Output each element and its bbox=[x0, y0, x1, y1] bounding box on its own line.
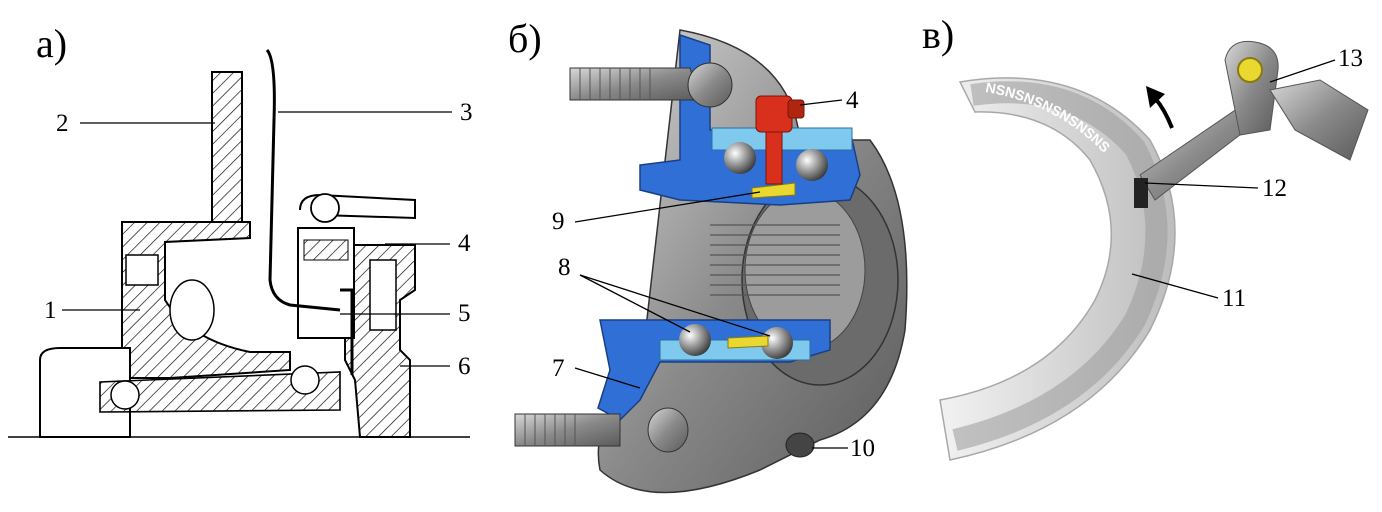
threaded-hole bbox=[785, 432, 815, 458]
stud-head-top bbox=[687, 62, 733, 108]
callout-1: 1 bbox=[44, 297, 57, 324]
leader-7 bbox=[574, 367, 641, 389]
leader-4b bbox=[799, 99, 843, 106]
leader-8b bbox=[579, 274, 771, 337]
steering-knuckle bbox=[344, 244, 416, 438]
leader-9 bbox=[574, 191, 761, 223]
panel-b-label: б) bbox=[508, 16, 542, 61]
panel-b-cutaway: б) bbox=[508, 16, 908, 494]
sensor-connector-body bbox=[1269, 79, 1369, 161]
bearing-ball-bottom-left bbox=[679, 324, 711, 356]
inner-sleeve bbox=[99, 371, 341, 413]
callout-5: 5 bbox=[458, 300, 471, 327]
callout-8: 8 bbox=[558, 254, 571, 281]
stud-top-threads bbox=[579, 68, 651, 100]
bearing-ball-top-right bbox=[796, 149, 828, 181]
bearing-roller-left bbox=[110, 380, 140, 410]
bearing-ball-top-left bbox=[724, 142, 756, 174]
magnetic-encoder-top bbox=[751, 182, 796, 199]
callout-9: 9 bbox=[552, 208, 565, 235]
leader-11 bbox=[1131, 273, 1219, 299]
bracket-bushing bbox=[1237, 57, 1263, 83]
callout-6: 6 bbox=[458, 353, 471, 380]
callout-13: 13 bbox=[1338, 45, 1363, 72]
panel-a-label: а) bbox=[36, 21, 67, 66]
sensor-stem-red bbox=[765, 131, 783, 185]
stud-bottom-threads bbox=[524, 414, 576, 446]
splines bbox=[710, 224, 840, 296]
wheel-stud-bottom bbox=[514, 413, 621, 447]
panel-c-label: в) bbox=[922, 12, 954, 57]
callout-12: 12 bbox=[1262, 175, 1287, 202]
stud-head-bottom bbox=[647, 407, 689, 453]
leader-12 bbox=[1144, 182, 1259, 189]
callout-4-panel-b: 4 bbox=[846, 87, 859, 114]
callout-10: 10 bbox=[850, 435, 875, 462]
sensor-cap bbox=[303, 239, 349, 261]
encoder-ring bbox=[939, 77, 1176, 461]
rotation-arrow-head bbox=[1146, 86, 1165, 108]
brake-disc-flange bbox=[211, 71, 243, 223]
callout-7: 7 bbox=[552, 355, 565, 382]
dust-shield bbox=[265, 48, 341, 312]
callout-2: 2 bbox=[56, 110, 69, 137]
panel-a-cross-section: а) 1 2 3 4 bbox=[8, 21, 473, 438]
bearing-roller-right bbox=[290, 365, 320, 395]
callout-4-panel-a: 4 bbox=[458, 230, 471, 257]
panel-c-encoder: в) NSNSNSNSNSNSNS 13 12 11 bbox=[922, 12, 1369, 461]
sensor-connector bbox=[310, 193, 340, 223]
callout-3: 3 bbox=[460, 99, 473, 126]
sensor-plug-red bbox=[787, 99, 805, 119]
leader-8a bbox=[579, 274, 691, 333]
magnetic-encoder-bottom bbox=[727, 335, 769, 349]
leader-13 bbox=[1269, 59, 1336, 83]
hub-cavity bbox=[169, 279, 215, 341]
hub-bolt-hole bbox=[125, 254, 159, 286]
sensor-bolt bbox=[369, 259, 397, 331]
encoder-track bbox=[952, 81, 1168, 451]
callout-11: 11 bbox=[1222, 285, 1246, 312]
sensor-head-red bbox=[755, 95, 793, 133]
rotation-arrow-shaft bbox=[1153, 96, 1174, 129]
sensor-tip bbox=[1134, 178, 1148, 208]
signal-wire bbox=[340, 288, 354, 375]
